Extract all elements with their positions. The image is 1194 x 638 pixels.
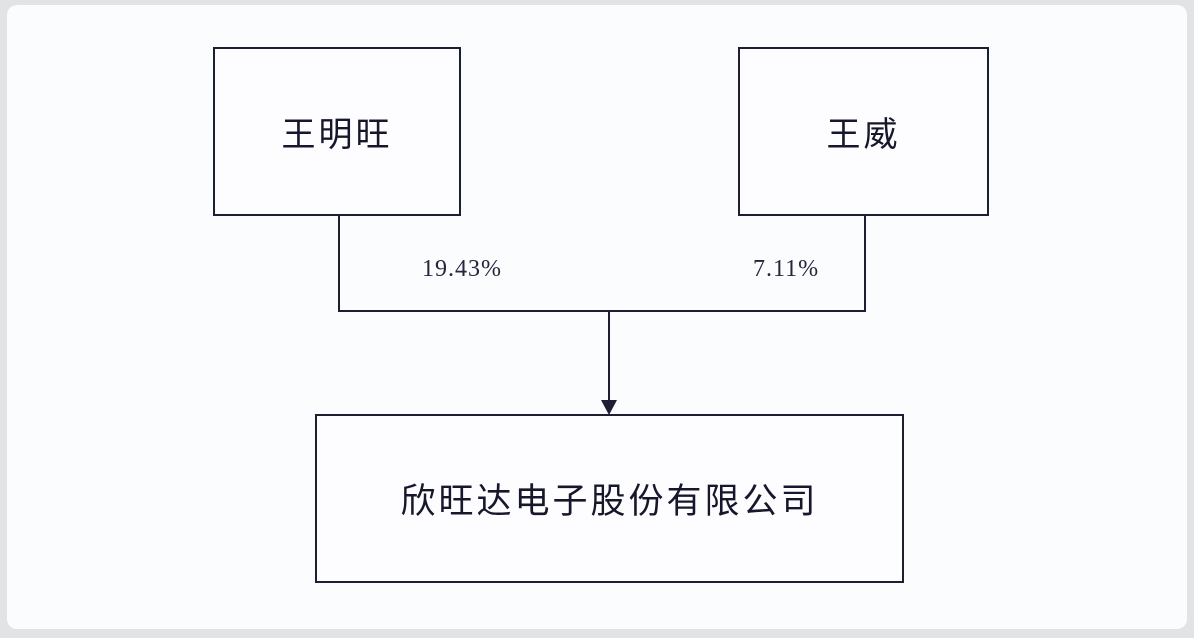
connector-line-right-vertical — [864, 216, 866, 312]
diagram-canvas: 19.43% 7.11% 王明旺 王威 欣旺达电子股份有限公司 — [7, 5, 1187, 629]
ownership-percentage-left: 19.43% — [422, 256, 502, 282]
shareholder-name-label: 王明旺 — [281, 116, 393, 154]
connector-line-left-vertical — [338, 216, 340, 312]
ownership-percentage-right: 7.11% — [753, 256, 820, 282]
shareholder-name-label: 王威 — [826, 116, 901, 154]
connector-line-center-vertical — [608, 312, 610, 402]
shareholder-box-wang-wei: 王威 — [738, 47, 989, 216]
connector-line-horizontal — [338, 310, 866, 312]
arrow-down-icon — [601, 400, 617, 415]
shareholder-box-wang-mingwang: 王明旺 — [213, 47, 461, 216]
company-box-sunwoda: 欣旺达电子股份有限公司 — [315, 414, 904, 583]
company-name-label: 欣旺达电子股份有限公司 — [400, 482, 819, 521]
